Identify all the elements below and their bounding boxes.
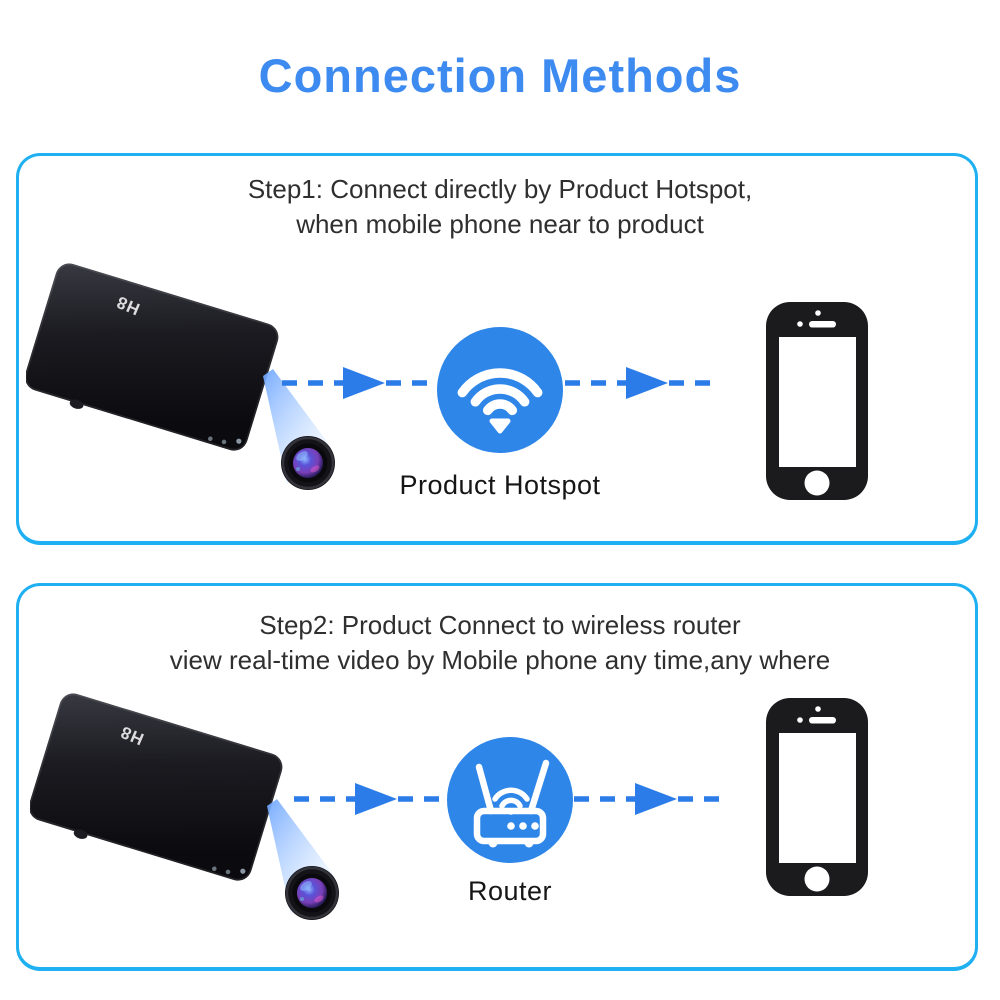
wifi-icon	[437, 327, 563, 453]
router-label: Router	[467, 876, 553, 906]
hotspot-label: Product Hotspot	[399, 470, 601, 500]
router-icon	[447, 737, 573, 863]
step1-heading: Step1: Connect directly by Product Hotsp…	[20, 172, 980, 242]
step1-heading-line1: Step1: Connect directly by Product Hotsp…	[247, 174, 753, 204]
smartphone-step1	[766, 302, 868, 500]
smartphone-step2	[766, 698, 868, 896]
step2-heading: Step2: Product Connect to wireless route…	[20, 608, 980, 678]
router-feet	[488, 838, 534, 848]
router-wifi-waves	[492, 787, 530, 809]
router-led-dots	[507, 822, 539, 830]
step1-heading-line2: when mobile phone near to product	[296, 209, 704, 239]
step2-heading-line1: Step2: Product Connect to wireless route…	[259, 610, 741, 640]
arrow-device-to-router	[292, 781, 452, 817]
wifi-dot	[489, 418, 511, 434]
router-antenna-left	[475, 763, 495, 815]
page-title: Connection Methods	[258, 49, 742, 102]
arrow-router-to-phone	[572, 781, 732, 817]
arrow-hotspot-to-phone	[563, 365, 723, 401]
step2-heading-line2: view real-time video by Mobile phone any…	[169, 645, 831, 675]
router-antenna-right	[527, 759, 550, 815]
arrow-device-to-hotspot	[280, 365, 440, 401]
